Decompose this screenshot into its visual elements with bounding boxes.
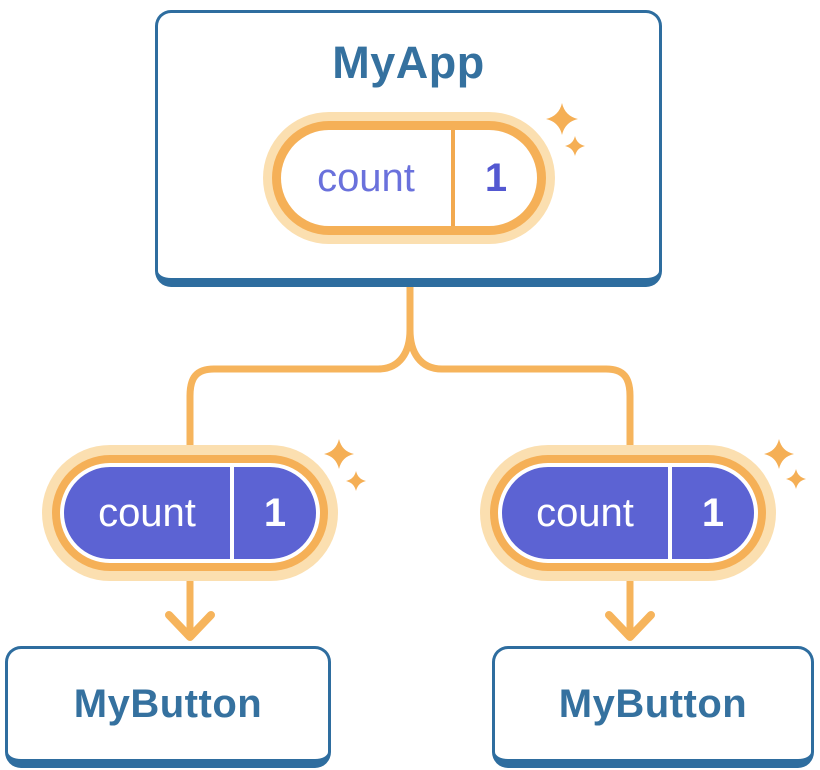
state-key: count	[98, 490, 196, 535]
component-card-mybutton-left: MyButton	[5, 646, 331, 768]
sparkle-icon	[764, 439, 794, 469]
sparkle-icon	[786, 469, 806, 489]
state-pill-parent: count 1	[263, 112, 555, 244]
component-title: MyApp	[332, 37, 485, 88]
pill-divider	[230, 467, 234, 559]
component-card-mybutton-right: MyButton	[492, 646, 814, 768]
state-value: 1	[484, 155, 508, 200]
sparkle-icon	[565, 136, 585, 156]
branch-left-line	[186, 326, 414, 636]
state-pill-child-right: count 1	[480, 445, 776, 581]
component-title: MyButton	[558, 681, 748, 726]
state-pill-child-left: count 1	[42, 445, 338, 581]
branch-right-line	[406, 326, 634, 636]
arrow-down-icon	[605, 611, 655, 641]
state-key: count	[536, 490, 634, 535]
component-title: MyButton	[73, 681, 263, 726]
pill-divider	[451, 130, 455, 226]
state-value: 1	[701, 490, 725, 535]
state-key: count	[317, 155, 415, 200]
sparkle-icon	[546, 103, 578, 135]
sparkle-icon	[346, 471, 366, 491]
state-value: 1	[263, 490, 287, 535]
pill-divider	[668, 467, 672, 559]
sparkle-icon	[324, 439, 354, 469]
arrow-down-icon	[165, 611, 215, 641]
